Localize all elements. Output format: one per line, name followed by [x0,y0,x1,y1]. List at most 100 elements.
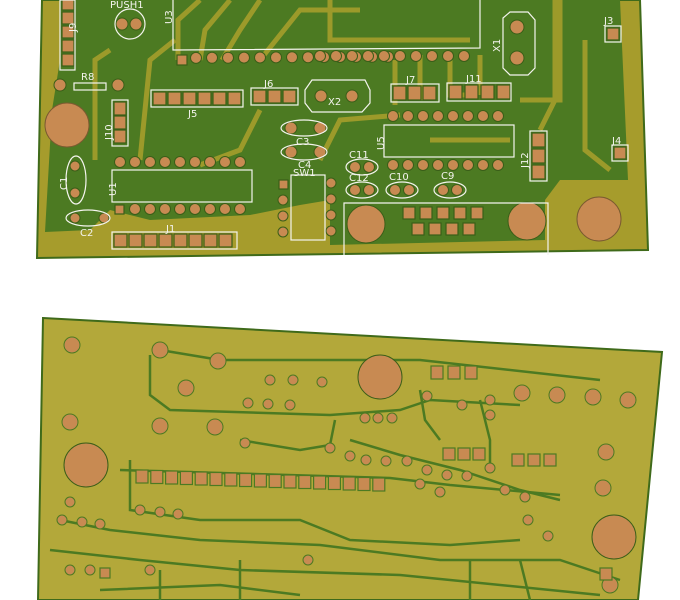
pad [453,206,467,220]
pad [392,85,407,101]
pad [252,89,267,104]
label-c9: C9 [441,171,454,182]
pad [442,447,456,461]
pad [594,479,612,497]
pad [447,159,459,171]
bottom-board [36,316,664,600]
pad [378,50,390,62]
pad [362,50,374,62]
pad [451,184,463,196]
pad [519,491,531,503]
pad [527,453,541,467]
pad [277,226,289,238]
pad [267,89,282,104]
pad [324,442,336,454]
pad [234,203,246,215]
pad [174,156,186,168]
label-sw1: SW1 [293,168,316,179]
pad [531,132,546,148]
pad [129,17,143,31]
pad [402,110,414,122]
pad [584,388,602,406]
pad [447,110,459,122]
pad [135,469,149,484]
pad [61,0,75,11]
pad [461,470,473,482]
label-j9: J9 [68,23,79,33]
pad [204,203,216,215]
pad [314,89,328,103]
pad [325,193,337,205]
pad [349,184,361,196]
pad [380,455,392,467]
pad [448,84,463,100]
pad [286,51,298,64]
pad [445,222,459,236]
pad [253,473,267,488]
pad [357,354,403,400]
label-j7: J7 [405,75,415,86]
label-r8: R8 [81,72,94,83]
pad [159,203,171,215]
pad [113,101,127,116]
pad [254,51,266,64]
pad [513,384,531,402]
pad [511,453,525,467]
pad [363,161,375,173]
label-x2: X2 [328,97,341,108]
pad [234,156,246,168]
pad [277,210,289,222]
pad [417,110,429,122]
pad [144,156,156,168]
pad [264,374,276,386]
pad [174,203,186,215]
label-j4: J4 [611,136,621,147]
pad [313,475,327,490]
pad [464,84,479,100]
pad [456,399,468,411]
pad [44,102,90,148]
pad [239,472,253,488]
pad [419,206,433,220]
pad [114,156,126,168]
pad [94,518,106,530]
pad [177,379,195,397]
pad [284,121,298,135]
top-silkscreen-outlines [59,0,629,255]
pad [372,477,386,492]
pad [403,184,415,196]
pad [144,203,156,215]
pad [407,85,422,101]
pad [268,473,282,489]
pad [522,514,534,526]
pad [69,212,81,224]
pad [173,233,188,248]
pad [394,50,406,62]
pad [436,206,450,220]
bottom-pads [56,336,637,594]
pad [302,51,314,64]
pad [224,472,238,487]
pad [360,454,372,466]
top-silkscreen-labels: J9 PUSH1 U3 X1 J3 R8 J6 X2 J7 J11 J10 J5… [59,0,621,239]
pad [434,486,446,498]
pad [325,225,337,237]
label-c1: C1 [59,177,70,190]
pad [172,508,184,520]
pad [219,203,231,215]
pad [428,222,442,236]
pad [114,204,125,215]
pad [357,476,371,492]
pad [345,89,359,103]
pad [206,418,224,436]
pad [115,17,129,31]
pad [128,233,143,248]
pad [606,27,620,41]
label-j3: J3 [603,16,613,27]
pad [492,159,504,171]
label-j1: J1 [165,224,175,235]
pad [129,203,141,215]
pad [56,514,68,526]
pad [330,50,342,62]
pad [432,159,444,171]
